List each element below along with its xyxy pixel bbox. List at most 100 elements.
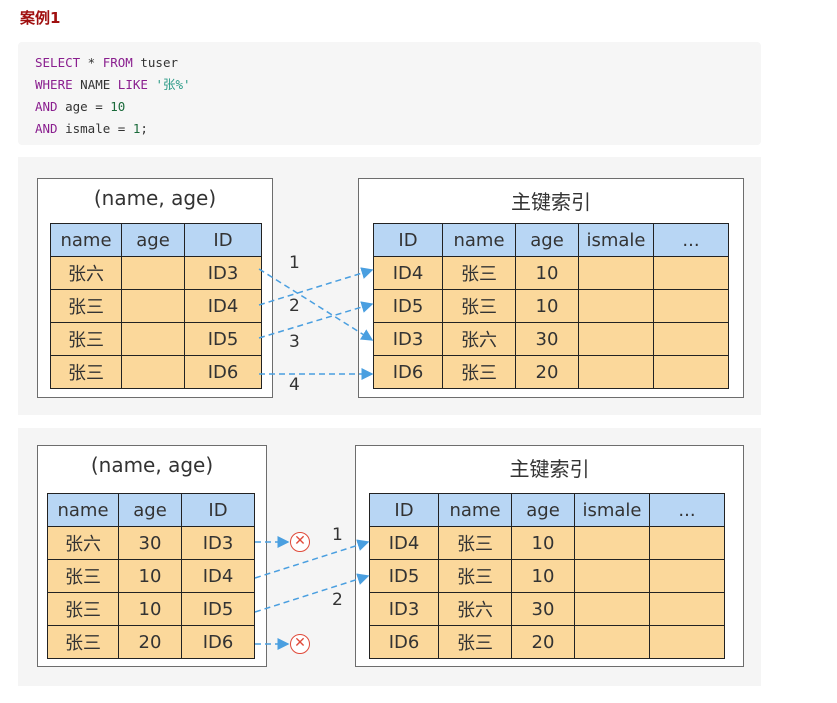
table-cell: ID6	[181, 625, 255, 659]
table-cell: ID6	[369, 625, 439, 659]
arrow-id4-to-pk	[254, 539, 370, 579]
table-cell	[653, 256, 729, 290]
table-cell: 张六	[442, 322, 516, 356]
table-cell: 30	[118, 526, 182, 560]
table-cell: 10	[511, 559, 575, 593]
sequence-label: 4	[289, 375, 300, 395]
table-cell: ID3	[373, 322, 443, 356]
table-cell: 张三	[442, 289, 516, 323]
code-keyword: AND	[35, 99, 58, 114]
lookup-arrows-2	[254, 536, 370, 650]
table-cell	[574, 526, 650, 560]
table-cell: 20	[515, 355, 579, 389]
column-header: age	[118, 493, 182, 527]
code-text: ismale =	[57, 121, 133, 136]
code-line-2: WHERE NAME LIKE '张%'	[35, 74, 761, 96]
table-cell: 30	[511, 592, 575, 626]
column-header: ID	[369, 493, 439, 527]
code-keyword: FROM	[102, 55, 133, 70]
reject-x-icon: ✕	[290, 634, 310, 654]
table-cell: ID5	[373, 289, 443, 323]
table-cell: 10	[118, 559, 182, 593]
column-header: name	[438, 493, 512, 527]
table-cell	[653, 322, 729, 356]
table-cell: 张三	[50, 289, 122, 323]
code-number: 1	[132, 121, 141, 136]
table-cell: ID4	[373, 256, 443, 290]
column-header: name	[442, 223, 516, 257]
table-cell: ID4	[184, 289, 262, 323]
column-header: age	[515, 223, 579, 257]
table-cell	[578, 322, 654, 356]
code-keyword: LIKE	[117, 77, 148, 92]
table-cell: 10	[118, 592, 182, 626]
code-keyword: SELECT	[35, 55, 81, 70]
table-cell: ID5	[181, 592, 255, 626]
table-cell: ID4	[369, 526, 439, 560]
code-line-1: SELECT * FROM tuser	[35, 52, 761, 74]
table-cell: ID3	[181, 526, 255, 560]
table-cell: ID3	[184, 256, 262, 290]
table-cell: 20	[118, 625, 182, 659]
column-header: name	[47, 493, 119, 527]
table-cell: 张三	[50, 322, 122, 356]
code-text: ;	[140, 121, 148, 136]
table-cell: 10	[515, 256, 579, 290]
column-header: age	[511, 493, 575, 527]
table-cell: 张三	[438, 625, 512, 659]
case-heading: 案例1	[20, 9, 61, 27]
table-cell	[649, 625, 725, 659]
arrow-id4-to-pk	[258, 267, 374, 306]
table-cell	[574, 592, 650, 626]
column-header: ...	[653, 223, 729, 257]
code-string: '张%'	[155, 77, 191, 92]
sequence-label: 1	[289, 253, 300, 273]
sql-code-block: SELECT * FROM tuser WHERE NAME LIKE '张%'…	[18, 42, 761, 145]
table-cell	[653, 355, 729, 389]
code-line-4: AND ismale = 1;	[35, 118, 761, 140]
table-cell: ID4	[181, 559, 255, 593]
table-cell	[578, 256, 654, 290]
table-cell: 30	[515, 322, 579, 356]
code-keyword: WHERE	[35, 77, 73, 92]
code-text: *	[80, 55, 103, 70]
table-cell	[653, 289, 729, 323]
arrow-id5-to-pk	[254, 573, 370, 613]
secondary-index-title: (name, age)	[93, 186, 217, 210]
table-cell: 张六	[438, 592, 512, 626]
code-text: tuser	[132, 55, 178, 70]
column-header: ...	[649, 493, 725, 527]
table-cell	[578, 355, 654, 389]
arrow-id3-to-pk	[258, 268, 374, 341]
table-cell: 张三	[442, 355, 516, 389]
code-number: 10	[110, 99, 126, 114]
table-cell: ID5	[369, 559, 439, 593]
arrow-id5-to-pk	[258, 301, 374, 339]
table-row: 张三 ID4	[50, 289, 262, 323]
table-cell: 张六	[47, 526, 119, 560]
primary-index-title: 主键索引	[509, 457, 590, 481]
table-cell	[649, 526, 725, 560]
table-cell	[574, 625, 650, 659]
column-header: ID	[184, 223, 262, 257]
code-text: age =	[57, 99, 111, 114]
